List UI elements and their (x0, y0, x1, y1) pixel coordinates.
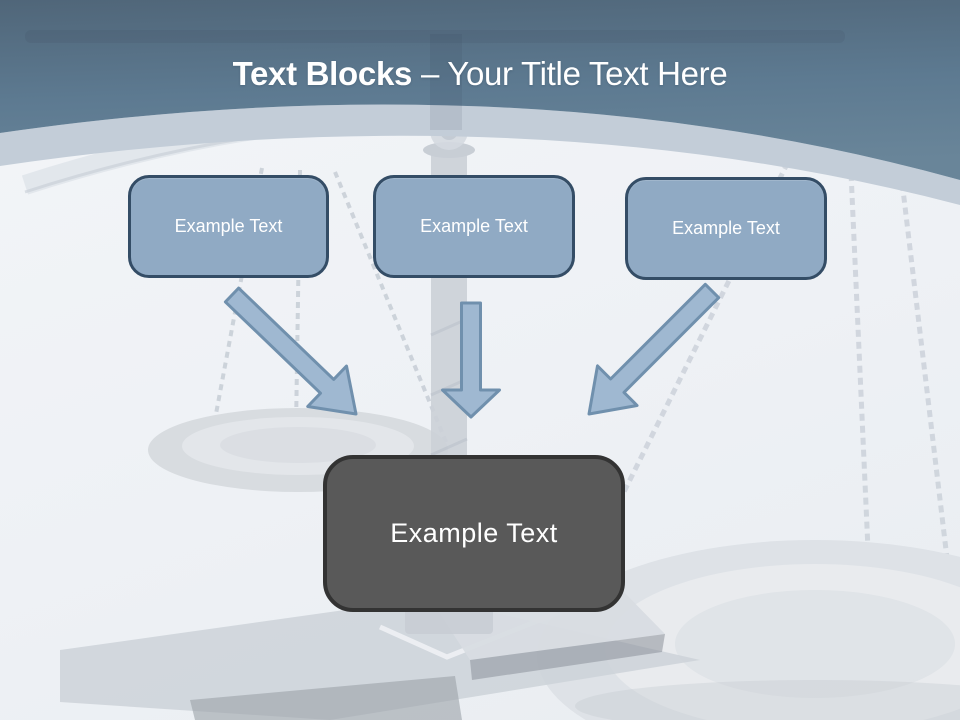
result-block-label: Example Text (390, 518, 558, 548)
slide-title: Text Blocks – Your Title Text Here (0, 55, 960, 92)
slide-title-regular: – Your Title Text Here (420, 55, 728, 92)
text-block-1: Example Text (128, 175, 329, 278)
arrow-down-left-icon (587, 282, 721, 416)
result-block: Example Text (323, 455, 625, 612)
text-block-2-label: Example Text (420, 216, 528, 236)
arrow-down-icon (441, 301, 501, 419)
text-block-2: Example Text (373, 175, 575, 278)
text-block-1-label: Example Text (174, 216, 283, 236)
text-block-3-label: Example Text (672, 218, 780, 238)
slide-title-bold: Text Blocks (232, 55, 413, 92)
arrow-down-right-icon (223, 286, 358, 416)
text-block-3: Example Text (625, 177, 827, 280)
